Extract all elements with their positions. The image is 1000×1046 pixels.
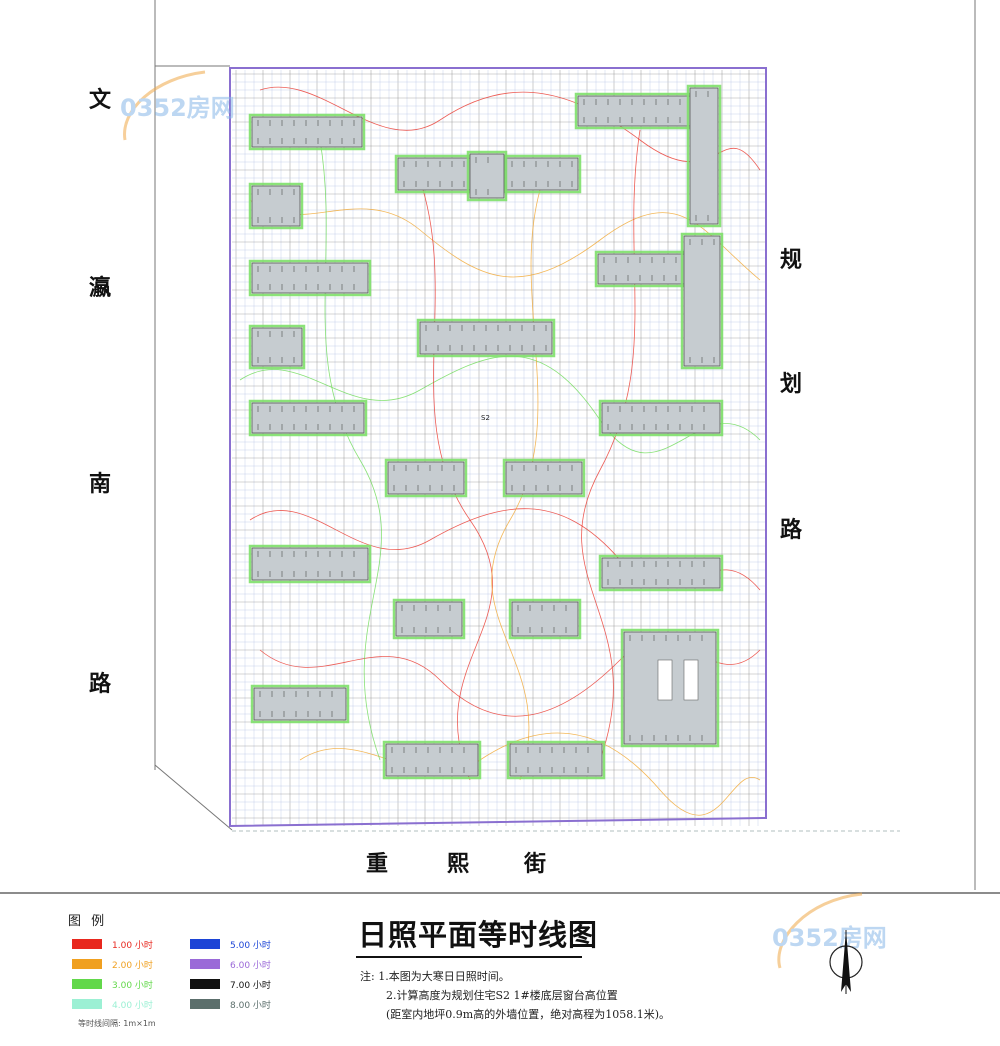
building-block: [508, 598, 582, 640]
road-label-south-2: 熙: [446, 852, 469, 877]
legend-swatch: [190, 999, 220, 1009]
north-arrow-icon: [829, 930, 863, 994]
isochrone-curve: [491, 189, 541, 781]
watermark-logo-bottom: 0352房网: [772, 892, 887, 969]
legend-swatch: [72, 939, 102, 949]
building-block: [248, 324, 306, 370]
isochrone-curve: [581, 129, 641, 761]
road-label-south-3: 街: [523, 852, 546, 877]
legend-swatch: [72, 959, 102, 969]
legend-swatch: [72, 979, 102, 989]
building-block: [506, 740, 606, 780]
courtyard-void: [657, 659, 673, 701]
road-label-west-2: 瀛: [88, 276, 111, 301]
building-block: [248, 259, 372, 297]
watermark-logo-top: 0352房网: [120, 70, 235, 141]
site-boundary: [229, 67, 767, 828]
road-label-south-1: 重: [365, 852, 388, 877]
legend-item: 6.00 小时: [190, 957, 271, 971]
building-block: [686, 84, 722, 228]
building-block: [416, 318, 556, 358]
building-block: [384, 458, 468, 498]
legend-label: 6.00 小时: [230, 960, 271, 971]
courtyard-void: [683, 659, 699, 701]
legend-label: 2.00 小时: [112, 960, 153, 971]
road-label-east-3: 路: [779, 518, 802, 543]
road-label-east-2: 划: [779, 372, 802, 397]
legend-label: 1.00 小时: [112, 940, 153, 951]
legend-swatch: [190, 979, 220, 989]
legend-item: 7.00 小时: [190, 977, 271, 991]
legend-label: 8.00 小时: [230, 1000, 271, 1011]
building-block: [392, 598, 466, 640]
isochrone-curve: [419, 179, 493, 781]
svg-text:0352房网: 0352房网: [120, 94, 235, 122]
road-label-east-1: 规: [779, 248, 802, 273]
drawing-title: 日照平面等时线图: [358, 918, 599, 952]
legend-item: 2.00 小时: [72, 957, 153, 971]
note-line-3: (距室内地坪0.9m高的外墙位置，绝对高程为1058.1米)。: [386, 1008, 670, 1021]
legend-title: 图 例: [68, 914, 108, 929]
legend-item: 3.00 小时: [72, 977, 153, 991]
legend-swatch: [72, 999, 102, 1009]
road-label-west-4: 路: [88, 672, 111, 697]
building-block: [248, 113, 366, 151]
legend-item: 8.00 小时: [190, 997, 271, 1011]
building-block: [382, 740, 482, 780]
road-label-west-1: 文: [88, 88, 111, 113]
building-block: [248, 182, 304, 230]
building-block: [502, 154, 582, 194]
note-line-2: 2.计算高度为规划住宅S2 1#楼底层窗台高位置: [386, 989, 618, 1002]
legend-scale-note: 等时线间隔: 1m×1m: [78, 1019, 156, 1028]
building-block: [466, 150, 508, 202]
legend-swatch: [190, 959, 220, 969]
building-block: [502, 458, 586, 498]
legend-label: 3.00 小时: [112, 980, 153, 991]
legend-label: 5.00 小时: [230, 940, 271, 951]
road-label-west-3: 南: [88, 472, 111, 497]
note-line-1: 注: 1.本图为大寒日日照时间。: [360, 970, 510, 983]
svg-text:0352房网: 0352房网: [772, 924, 887, 952]
building-block: [598, 399, 724, 437]
building-block: [248, 544, 372, 584]
legend-item: 1.00 小时: [72, 937, 153, 951]
building-block: [250, 684, 350, 724]
building-block: [394, 154, 474, 194]
legend-label: 4.00 小时: [112, 1000, 153, 1011]
isochrone-curve: [319, 139, 382, 761]
legend-item: 4.00 小时: [72, 997, 153, 1011]
building-block: [248, 399, 368, 437]
frame-line-diag: [154, 764, 233, 831]
legend-label: 7.00 小时: [230, 980, 271, 991]
building-block: [574, 92, 698, 130]
title-underline: [356, 956, 582, 958]
building-block: [680, 232, 724, 370]
legend-swatch: [190, 939, 220, 949]
legend-item: 5.00 小时: [190, 937, 271, 951]
site-label: S2: [481, 414, 490, 422]
building-block: [598, 554, 724, 592]
building-layer: [248, 84, 724, 780]
